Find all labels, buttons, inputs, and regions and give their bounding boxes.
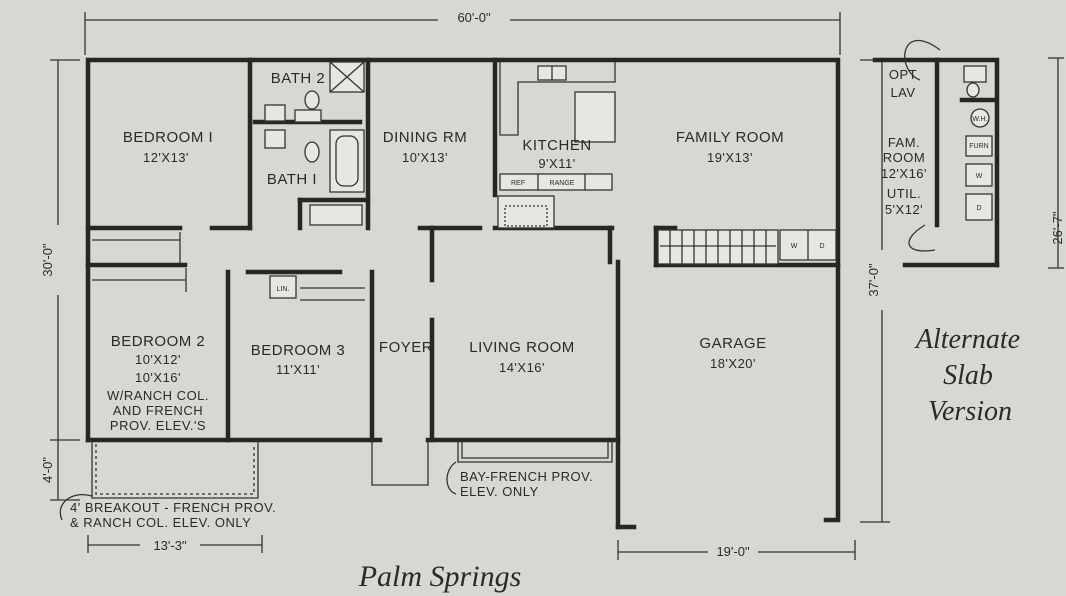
breakout-note-1: 4' BREAKOUT - FRENCH PROV. (70, 500, 276, 515)
garage-name: GARAGE (699, 335, 766, 352)
bedroom2-note-3: PROV. ELEV.'S (110, 418, 206, 433)
plan-title: Palm Springs (358, 560, 522, 593)
washer-label: W (791, 243, 798, 250)
foyer-label: FOYER (379, 339, 433, 356)
bay-note-1: BAY-FRENCH PROV. (460, 469, 593, 484)
stairs (657, 229, 837, 265)
dining-name: DINING RM (383, 129, 468, 146)
bedroom2-size-2: 10'X16' (135, 370, 181, 385)
alternate-slab-inset: W.H. FURN W D OPT LAV FAM. ROOM 12'X16' … (872, 39, 1065, 427)
bathtub (329, 129, 365, 193)
bedroom3-name: BEDROOM 3 (251, 342, 346, 359)
interior-walls (85, 57, 841, 443)
bath2-label: BATH 2 (271, 70, 325, 87)
bay-note-2: ELEV. ONLY (460, 484, 539, 499)
overall-width-dimension: 60'-0" (84, 10, 841, 55)
toilet-icon (304, 90, 320, 110)
linen-label: LIN. (277, 286, 290, 293)
alt-washer-label: W (976, 173, 983, 180)
furnace-icon (965, 135, 993, 157)
alt-title-1: Alternate (914, 324, 1020, 355)
bedroom2-note-1: W/RANCH COL. (107, 388, 209, 403)
bath1-label: BATH I (267, 171, 317, 188)
overall-width-label: 60'-0" (457, 10, 491, 25)
alt-title-2: Slab (943, 360, 993, 391)
bedroom3-size: 11'X11' (276, 362, 320, 377)
bedroom1-size: 12'X13' (143, 150, 189, 165)
family-name: FAMILY ROOM (676, 129, 784, 146)
kitchen-size: 9'X11' (538, 156, 575, 171)
range-label: RANGE (550, 180, 575, 187)
opt-lav-2: LAV (890, 85, 915, 100)
overall-depth-dimension: 30'-0" 4'-0" (40, 59, 80, 501)
garage-size: 18'X20' (710, 356, 756, 371)
notes: 4' BREAKOUT - FRENCH PROV. & RANCH COL. … (70, 469, 758, 560)
dining-size: 10'X13' (402, 150, 448, 165)
room-labels: BATH 2 BATH I BEDROOM I 12'X13' DINING R… (107, 70, 825, 433)
ref-label: REF (511, 180, 525, 187)
alt-dryer-label: D (976, 205, 981, 212)
garage-width-label: 19'-0" (716, 544, 750, 559)
exterior-walls (85, 57, 841, 530)
family-size: 19'X13' (707, 150, 753, 165)
breakout-note-2: & RANCH COL. ELEV. ONLY (70, 515, 251, 530)
breakout (91, 440, 259, 499)
bedroom2-name: BEDROOM 2 (111, 333, 206, 350)
bay-window (457, 440, 613, 463)
alt-title-3: Version (928, 396, 1012, 427)
living-size: 14'X16' (499, 360, 545, 375)
living-name: LIVING ROOM (469, 339, 575, 356)
bedroom1-name: BEDROOM I (123, 129, 213, 146)
garage-depth-dimension: 37'-0" (860, 59, 890, 523)
dryer-label: D (819, 243, 824, 250)
breakout-arrow (59, 494, 93, 521)
bay-arrow (446, 461, 457, 495)
toilet-icon (304, 141, 320, 163)
wh-label: W.H. (972, 116, 987, 123)
alt-bottom-arrow (908, 224, 936, 252)
breakout-width-label: 13'-3" (153, 538, 187, 553)
bedroom2-note-2: AND FRENCH (113, 403, 203, 418)
alt-depth-label: 26'-7" (1050, 211, 1065, 245)
water-heater-icon (970, 108, 990, 128)
overall-depth-label: 30'-0" (40, 243, 55, 277)
fireplace (497, 195, 555, 229)
fixtures (59, 61, 856, 560)
breakout-depth-label: 4'-0" (40, 457, 55, 483)
fam-room-2: ROOM (883, 150, 925, 165)
bedroom2-size-1: 10'X12' (135, 352, 181, 367)
furn-label: FURN (969, 143, 988, 150)
alt-top-arrow (904, 39, 941, 81)
opt-lav-1: OPT (889, 67, 917, 82)
garage-depth-label: 37'-0" (866, 263, 881, 297)
fam-room-3: 12'X16' (881, 166, 927, 181)
util-1: UTIL. (887, 186, 921, 201)
kitchen-name: KITCHEN (522, 137, 591, 154)
util-2: 5'X12' (885, 202, 923, 217)
fam-room-1: FAM. (888, 135, 920, 150)
